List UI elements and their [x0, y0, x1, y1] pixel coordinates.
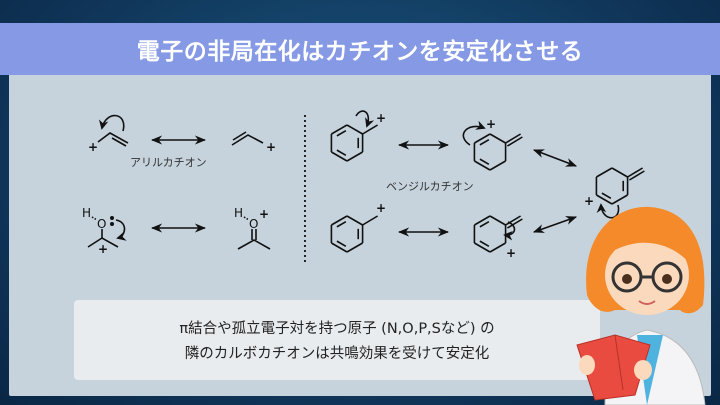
- bond: [601, 192, 612, 200]
- bond: [331, 151, 348, 162]
- curved-arrow: [596, 203, 620, 219]
- bond: [479, 220, 490, 228]
- bond: [596, 167, 613, 178]
- bond: [346, 124, 363, 135]
- oxygen-atom: O: [249, 217, 258, 231]
- bond: [596, 194, 613, 205]
- bond: [506, 218, 523, 229]
- plus-charge: +: [88, 140, 98, 154]
- plus-charge: +: [266, 140, 276, 154]
- bond: [331, 124, 348, 135]
- bond: [505, 215, 522, 226]
- bond: [489, 160, 506, 171]
- hydroxy-carbocation: [87, 216, 127, 248]
- plus-charge: +: [584, 194, 594, 208]
- bond: [627, 167, 644, 178]
- plus-charge: +: [259, 207, 269, 221]
- allyl-cation-right: [231, 131, 264, 146]
- oxocarbenium: [237, 216, 271, 250]
- bond: [346, 215, 363, 226]
- bond: [331, 215, 348, 226]
- curved-arrow: [462, 120, 486, 146]
- curved-arrow: [503, 221, 516, 241]
- plus-charge: +: [376, 201, 386, 215]
- bond: [362, 124, 379, 135]
- bond: [346, 242, 363, 253]
- bond: [474, 133, 491, 144]
- page-title: 電子の非局在化はカチオンを安定化させる: [136, 39, 584, 65]
- plus-charge: +: [376, 111, 386, 125]
- plus-charge: +: [486, 117, 496, 131]
- explanation-box: π結合や孤立電子対を持つ原子 (N,O,P,Sなど) の 隣のカルボカチオンは共…: [74, 300, 600, 380]
- bond: [489, 215, 506, 226]
- allyl-cation-left: [97, 114, 129, 147]
- oxygen-atom: O: [97, 217, 106, 231]
- bond: [331, 242, 348, 253]
- plus-charge: +: [506, 246, 516, 260]
- bond: [489, 133, 506, 144]
- bond: [628, 170, 645, 181]
- benzyl-cation-label: ベンジルカチオン: [386, 180, 474, 193]
- bond: [362, 215, 379, 226]
- bond: [474, 242, 491, 253]
- allyl-cation-label: アリルカチオン: [130, 156, 207, 169]
- bond: [336, 220, 347, 228]
- scientist-girl-illustration: [576, 206, 706, 405]
- plus-charge: +: [98, 242, 108, 256]
- curved-arrow: [355, 110, 375, 128]
- title-bar: 電子の非局在化はカチオンを安定化させる: [0, 23, 720, 75]
- bond: [474, 160, 491, 171]
- bond: [474, 215, 491, 226]
- bond: [336, 129, 347, 137]
- resonance-arrow: [532, 149, 578, 167]
- bond: [611, 167, 628, 178]
- bond: [611, 194, 628, 205]
- bond: [506, 136, 523, 147]
- hydrogen-atom: H: [234, 206, 243, 220]
- bond: [489, 242, 506, 253]
- explanation-line-1: π結合や孤立電子対を持つ原子 (N,O,P,Sなど) の: [179, 321, 495, 337]
- hydrogen-atom: H: [82, 206, 91, 220]
- bond: [505, 133, 522, 144]
- bond: [479, 138, 490, 146]
- resonance-arrow: [532, 216, 578, 233]
- bond: [346, 151, 363, 162]
- bond: [336, 240, 347, 248]
- bond: [336, 149, 347, 157]
- bond: [479, 240, 490, 248]
- bond: [479, 158, 490, 166]
- benzyl-resonance-structures: [330, 124, 645, 253]
- explanation-line-2: 隣のカルボカチオンは共鳴効果を受けて安定化: [184, 346, 490, 362]
